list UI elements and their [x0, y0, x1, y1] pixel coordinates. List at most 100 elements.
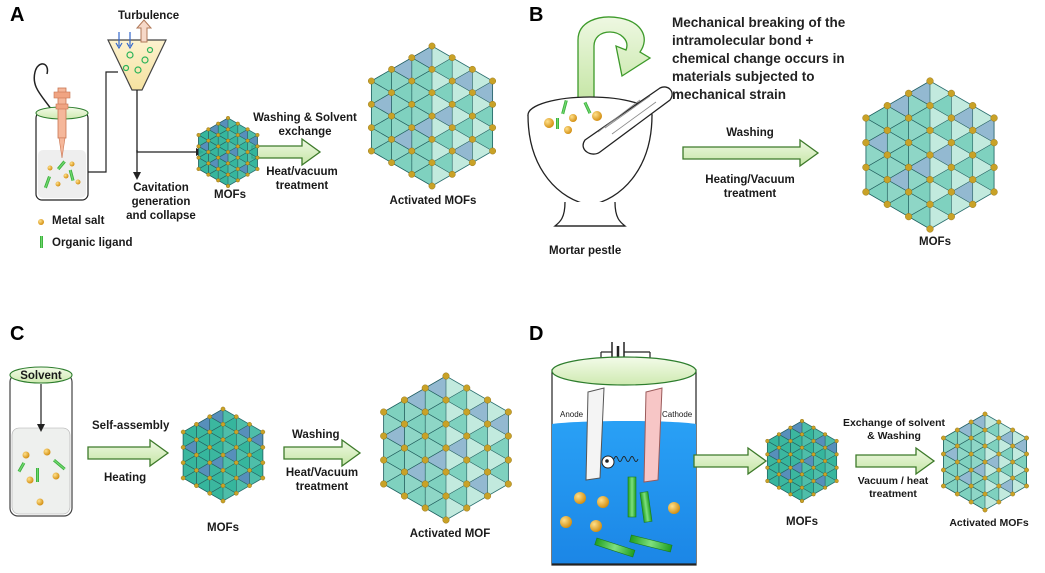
mof-facet — [950, 105, 974, 131]
mof-facet — [984, 453, 1000, 471]
mof-facet — [812, 473, 826, 489]
mof-metal-node — [811, 465, 816, 470]
mof-metal-node — [400, 396, 408, 404]
mof-metal-node — [469, 65, 476, 73]
mof-facet — [445, 387, 468, 413]
panel-b-letter: B — [529, 4, 544, 26]
mof-metal-node — [220, 437, 226, 442]
mof-facet — [466, 447, 488, 473]
arrow-d-bottom-label: Vacuum / heat treatment — [857, 475, 929, 500]
mof-metal-node — [225, 183, 230, 188]
mof-metal-node — [969, 200, 977, 208]
mof-metal-node — [421, 504, 429, 512]
mof-facet — [227, 145, 239, 159]
mof-metal-node — [260, 460, 266, 465]
mof-metal-node — [196, 144, 201, 149]
mof-facet — [767, 440, 780, 455]
mof-metal-node — [233, 475, 239, 481]
mof-metal-node — [1010, 491, 1016, 497]
mof-metal-node — [799, 485, 805, 490]
mof-metal-node — [776, 458, 781, 464]
mof-metal-node — [765, 438, 770, 444]
mof-crystal-b — [862, 77, 998, 233]
mof-metal-node — [421, 384, 429, 392]
mof-metal-node — [905, 213, 913, 221]
mof-metal-node — [799, 472, 805, 477]
mof-metal-node — [905, 188, 913, 196]
mof-crystal-d — [765, 418, 839, 504]
mof-metal-node — [421, 456, 429, 464]
mof-facet — [237, 151, 248, 164]
solvent-vessel — [9, 366, 73, 517]
mof-metal-node — [388, 65, 395, 73]
mof-metal-node — [463, 408, 471, 416]
panel-c-letter: C — [10, 323, 25, 345]
mof-metal-node — [883, 151, 891, 159]
mof-facet — [445, 411, 468, 437]
activated-mof-label-c: Activated MOF — [409, 528, 491, 540]
mof-facet — [950, 154, 974, 181]
mof-metal-node — [428, 135, 436, 143]
mof-metal-node — [1010, 475, 1016, 481]
mof-metal-node — [448, 147, 456, 155]
mechanochemistry-description: Mechanical breaking of the intramolecula… — [672, 15, 846, 102]
mof-metal-node — [235, 144, 240, 149]
mof-metal-node — [954, 427, 960, 433]
mof-metal-node — [428, 112, 436, 120]
legend-organic-ligand-label: Organic ligand — [52, 237, 133, 249]
mof-metal-node — [834, 452, 839, 457]
mof-crystal-c — [180, 406, 266, 504]
mof-metal-node — [207, 491, 213, 496]
mof-metal-node — [442, 516, 450, 524]
mof-metal-node — [834, 478, 839, 484]
mof-metal-node — [469, 112, 476, 120]
mof-metal-node — [811, 478, 816, 484]
cathode-label: Cathode — [662, 410, 693, 419]
mof-metal-node — [982, 411, 988, 417]
mof-metal-node — [388, 159, 395, 167]
mof-metal-node — [1010, 459, 1016, 465]
mechanical-force-arrow — [577, 16, 652, 101]
mof-metal-node — [969, 176, 977, 184]
mof-facet — [972, 166, 995, 193]
turbulence-label: Turbulence — [118, 10, 180, 22]
mof-metal-node — [220, 498, 226, 504]
mof-metal-node — [982, 427, 988, 433]
mof-facet — [247, 157, 258, 170]
mof-metal-node — [448, 77, 456, 85]
mof-metal-node — [206, 127, 211, 132]
mof-metal-node — [367, 77, 375, 85]
legend-metal-salt-label: Metal salt — [52, 215, 105, 227]
mof-facet — [984, 437, 1000, 455]
activated-mofs-label-d: Activated MOFs — [949, 517, 1029, 529]
mof-facet — [950, 179, 974, 205]
mof-facet — [929, 92, 952, 119]
mof-metal-node — [862, 114, 870, 122]
mof-metal-node — [408, 100, 416, 108]
mof-metal-node — [442, 492, 450, 500]
arrow-a-bottom-label: Heat/vacuum treatment — [266, 166, 338, 192]
mof-facet — [466, 423, 488, 449]
mof-metal-node — [225, 127, 230, 132]
mof-metal-node — [463, 456, 471, 464]
mof-metal-node — [196, 155, 201, 160]
mof-metal-node — [216, 166, 221, 171]
mof-metal-node — [194, 452, 199, 458]
mof-facet — [222, 462, 237, 479]
mof-metal-node — [245, 149, 250, 154]
mof-metal-node — [996, 483, 1002, 489]
mof-facet — [237, 128, 248, 142]
mof-facet — [383, 435, 406, 461]
mof-facet — [222, 431, 237, 448]
mof-metal-node — [194, 468, 199, 473]
mof-facet — [198, 145, 209, 159]
mof-metal-node — [233, 491, 239, 496]
mof-metal-node — [982, 507, 988, 513]
mof-facet — [801, 440, 814, 455]
mof-metal-node — [926, 126, 934, 134]
mof-facet — [235, 423, 250, 441]
mof-facet — [801, 480, 814, 495]
beaker-contents — [44, 160, 81, 189]
mof-metal-node — [969, 151, 977, 159]
mof-facet — [445, 459, 468, 485]
